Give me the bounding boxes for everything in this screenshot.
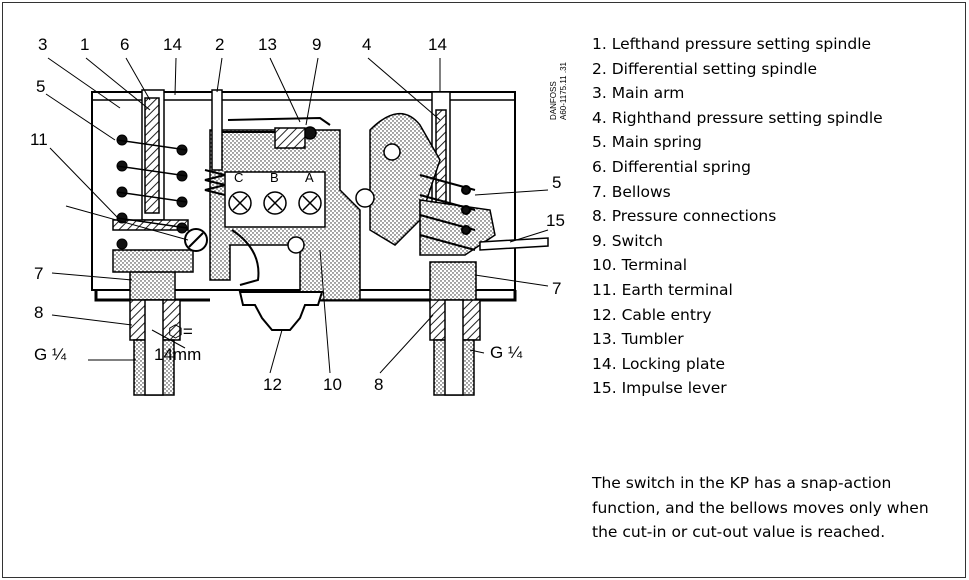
callout-14-right: 14 (428, 35, 447, 54)
legend-item: 7. Bellows (592, 182, 671, 201)
right-pressure-connection (429, 299, 481, 396)
legend-item: 6. Differential spring (592, 157, 751, 176)
legend-item: 2. Differential setting spindle (592, 59, 818, 78)
hex-symbol: ⬡= (168, 322, 193, 341)
legend-item: 13. Tumbler (592, 330, 684, 349)
callout-7-left: 7 (34, 264, 43, 283)
hex-14mm: 14mm (154, 345, 201, 364)
terminal-b-label: B (270, 170, 279, 185)
callout-4: 4 (362, 35, 371, 54)
callout-10: 10 (323, 375, 342, 394)
callout-labels: 3 1 6 14 2 13 9 4 14 5 11 5 15 7 7 8 G ¼… (30, 35, 565, 394)
terminal-a-label: A (305, 170, 314, 185)
legend-item: 5. Main spring (592, 133, 702, 152)
callout-8-left: 8 (34, 303, 43, 322)
callout-9: 9 (312, 35, 321, 54)
legend-item: 9. Switch (592, 231, 663, 250)
g-quarter-right: G ¼ (490, 343, 523, 362)
callout-8-right: 8 (374, 375, 383, 394)
left-pressure-connection (129, 299, 181, 396)
legend-item: 1. Lefthand pressure setting spindle (592, 35, 872, 53)
parts-legend: 1. Lefthand pressure setting spindle 2. … (592, 32, 883, 401)
terminal-block (209, 129, 361, 301)
terminal-c-label: C (234, 170, 243, 185)
callout-11: 11 (30, 130, 48, 149)
stamp-line-1: DANFOSS (549, 81, 558, 120)
impulse-lever (479, 237, 549, 251)
legend-item: 3. Main arm (592, 84, 685, 103)
callout-14-left: 14 (163, 35, 182, 54)
legend-item: 4. Righthand pressure setting spindle (592, 108, 883, 127)
callout-7-right: 7 (552, 279, 561, 298)
leader-lines (45, 57, 549, 374)
callout-3: 3 (38, 35, 47, 54)
right-spindle-assembly (355, 91, 496, 303)
danfoss-stamp: DANFOSS A60-1175.11 .31 (549, 61, 568, 120)
main-spring-right (419, 174, 476, 251)
callout-5-right: 5 (552, 173, 561, 192)
description-note: The switch in the KP has a snap-action f… (592, 474, 929, 542)
kp-pressure-switch-cross-section: 3 1 6 14 2 13 9 4 14 5 11 5 15 7 7 8 G ¼… (30, 35, 568, 396)
left-spindle-assembly (112, 89, 194, 301)
legend-item: 15. Impulse lever (592, 379, 727, 398)
callout-6: 6 (120, 35, 129, 54)
stamp-line-2: A60-1175.11 .31 (559, 61, 568, 120)
legend-item: 14. Locking plate (592, 354, 726, 373)
callout-5-left: 5 (36, 77, 45, 96)
legend-item: 8. Pressure connections (592, 207, 777, 226)
callout-13: 13 (258, 35, 277, 54)
switch-tumbler (220, 116, 331, 149)
g-quarter-left: G ¼ (34, 345, 67, 364)
callout-12: 12 (263, 375, 282, 394)
legend-item: 11. Earth terminal (592, 280, 733, 299)
legend-item: 10. Terminal (592, 256, 688, 275)
callout-2: 2 (215, 35, 224, 54)
earth-terminal (184, 228, 208, 252)
cable-entry (238, 291, 324, 331)
legend-item: 12. Cable entry (592, 305, 712, 324)
callout-1: 1 (80, 35, 89, 54)
callout-15: 15 (546, 211, 565, 230)
